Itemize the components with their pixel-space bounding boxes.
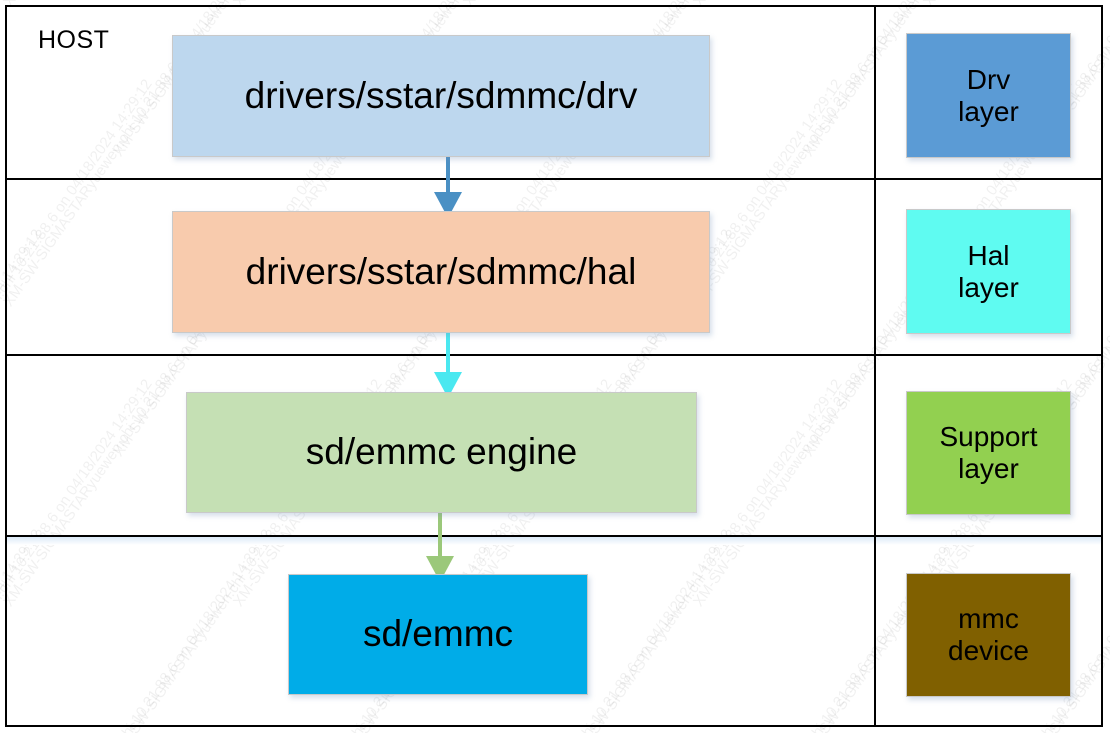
row-divider-2 [5,354,1103,356]
arrow-drv-to-hal [434,150,462,218]
layer-box-support-line2: layer [958,453,1019,484]
flow-box-drv[interactable]: drivers/sstar/sdmmc/drv [172,35,710,157]
arrow-hal-to-engine [434,328,462,398]
layer-box-mmc-line1: mmc [958,603,1019,635]
layer-box-drv-line1: Drv [966,63,1011,95]
layer-box-support[interactable]: Support layer [906,391,1071,515]
diagram-table-frame [5,5,1103,727]
flow-box-hal-label: drivers/sstar/sdmmc/hal [245,250,637,292]
layer-box-mmc-line2: device [948,635,1029,666]
layer-box-drv[interactable]: Drv layer [906,33,1071,158]
flow-box-drv-label: drivers/sstar/sdmmc/drv [244,74,638,116]
flow-box-device[interactable]: sd/emmc [288,574,588,695]
layer-box-hal-line2: layer [958,271,1019,303]
flow-box-engine-label: sd/emmc engine [305,431,578,473]
layer-box-mmc[interactable]: mmc device [906,573,1071,697]
layer-box-drv-line2: layer [958,95,1019,127]
flow-box-hal[interactable]: drivers/sstar/sdmmc/hal [172,211,710,333]
row-divider-1 [5,178,1103,180]
row-tint-band [7,537,1101,545]
layer-box-hal-line1: Hal [967,239,1010,271]
layer-box-hal[interactable]: Hal layer [906,209,1071,334]
row-divider-3 [5,535,1103,537]
column-divider [874,5,876,727]
flow-box-device-label: sd/emmc [362,613,514,655]
host-label: HOST [38,26,110,54]
flow-box-engine[interactable]: sd/emmc engine [186,392,697,513]
arrow-engine-to-device [426,512,454,582]
layer-box-support-line1: Support [939,421,1038,453]
